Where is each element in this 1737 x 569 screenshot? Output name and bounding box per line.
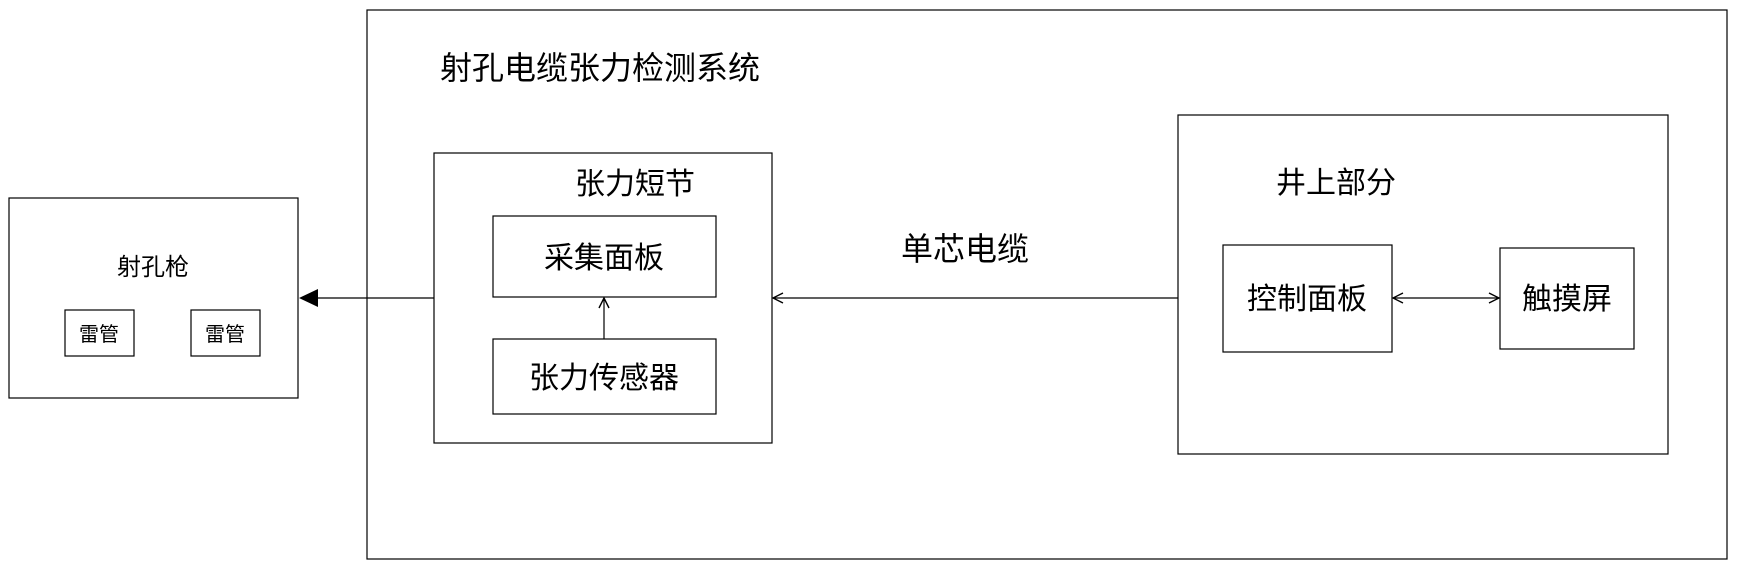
single-core-cable-label: 单芯电缆 (901, 230, 1029, 268)
tension-sensor-label: 张力传感器 (529, 361, 679, 396)
tension-sub-title: 张力短节 (575, 167, 695, 202)
detonator-left-label: 雷管 (79, 322, 119, 346)
acquisition-board-label: 采集面板 (544, 241, 664, 276)
control-panel-label: 控制面板 (1247, 282, 1367, 317)
perforating-gun-title: 射孔枪 (117, 253, 189, 281)
system-title: 射孔电缆张力检测系统 (440, 49, 760, 87)
touchscreen-label: 触摸屏 (1522, 282, 1612, 317)
sub-to-gun-arrowhead (299, 289, 318, 307)
surface-part-title: 井上部分 (1276, 166, 1396, 201)
detonator-right-label: 雷管 (205, 322, 245, 346)
perforating-gun-box (9, 198, 298, 398)
